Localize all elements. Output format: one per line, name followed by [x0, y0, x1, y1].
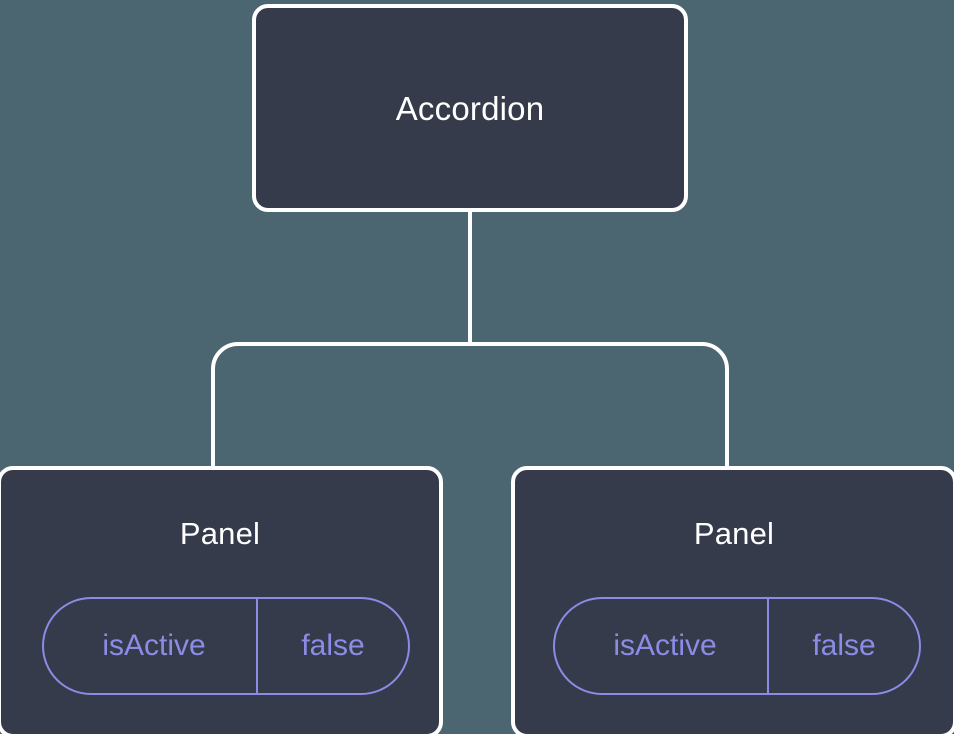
node-panel-1[interactable]: Panel isActive false	[0, 466, 443, 734]
prop-value-label: false	[256, 599, 408, 693]
node-accordion-title: Accordion	[395, 89, 545, 127]
prop-value-label: false	[767, 599, 919, 693]
node-panel-1-prop-isactive[interactable]: isActive false	[42, 597, 410, 695]
node-panel-2-title: Panel	[693, 516, 775, 551]
edge-root-to-panel-2	[470, 342, 729, 470]
prop-key-label: isActive	[102, 629, 206, 662]
node-panel-2[interactable]: Panel isActive false	[511, 466, 954, 734]
edge-root-to-panel-1	[211, 342, 470, 470]
prop-key-label: isActive	[613, 629, 717, 662]
node-panel-1-title: Panel	[179, 516, 261, 551]
node-panel-2-prop-isactive[interactable]: isActive false	[553, 597, 921, 695]
node-accordion[interactable]: Accordion	[252, 4, 688, 212]
